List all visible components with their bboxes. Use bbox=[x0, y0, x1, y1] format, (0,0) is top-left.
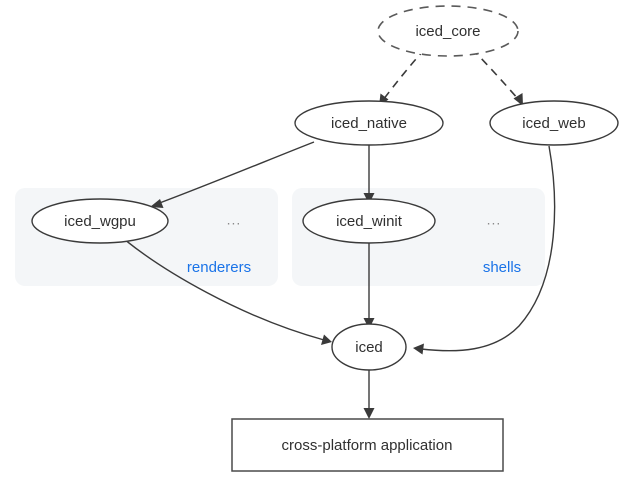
cluster-renderers-ellipsis: ... bbox=[227, 212, 242, 228]
node-iced-shape bbox=[331, 323, 407, 371]
node-iced_native-label: iced_native bbox=[331, 115, 407, 132]
node-iced_core[interactable]: iced_core bbox=[377, 5, 519, 57]
node-iced_winit-label: iced_winit bbox=[336, 213, 403, 230]
edge-iced_core-to-iced_web bbox=[471, 48, 523, 106]
node-iced_web-label: iced_web bbox=[522, 115, 585, 132]
edge-iced_web-to-iced bbox=[413, 145, 556, 355]
edge-iced_native-to-iced_wgpu bbox=[150, 141, 315, 208]
edge-iced-to-application bbox=[363, 370, 375, 419]
cluster-shells-label: shells bbox=[483, 259, 521, 276]
node-application-label: cross-platform application bbox=[282, 437, 453, 454]
node-iced_web-shape bbox=[489, 100, 619, 146]
node-iced_native-shape bbox=[294, 100, 444, 146]
node-cross-platform-application[interactable]: cross-platform application bbox=[231, 418, 504, 472]
edge-iced_wgpu-to-iced bbox=[123, 238, 332, 345]
node-iced_winit-shape bbox=[302, 198, 436, 244]
node-iced_winit[interactable]: iced_winit bbox=[302, 198, 436, 244]
node-iced_wgpu[interactable]: iced_wgpu bbox=[31, 198, 169, 244]
node-application-shape bbox=[231, 418, 504, 472]
cluster-shells-ellipsis: ... bbox=[487, 212, 502, 228]
node-iced_core-shape bbox=[377, 5, 519, 57]
edge-iced_core-to-iced_native bbox=[379, 48, 426, 106]
node-iced[interactable]: iced bbox=[331, 323, 407, 371]
edge-iced_native-to-iced_winit bbox=[363, 145, 375, 204]
node-iced_wgpu-label: iced_wgpu bbox=[64, 213, 136, 230]
node-iced_core-label: iced_core bbox=[415, 23, 480, 40]
cluster-renderers-label: renderers bbox=[187, 259, 251, 276]
node-iced-label: iced bbox=[355, 339, 383, 356]
node-iced_web[interactable]: iced_web bbox=[489, 100, 619, 146]
node-iced_native[interactable]: iced_native bbox=[294, 100, 444, 146]
node-iced_wgpu-shape bbox=[31, 198, 169, 244]
